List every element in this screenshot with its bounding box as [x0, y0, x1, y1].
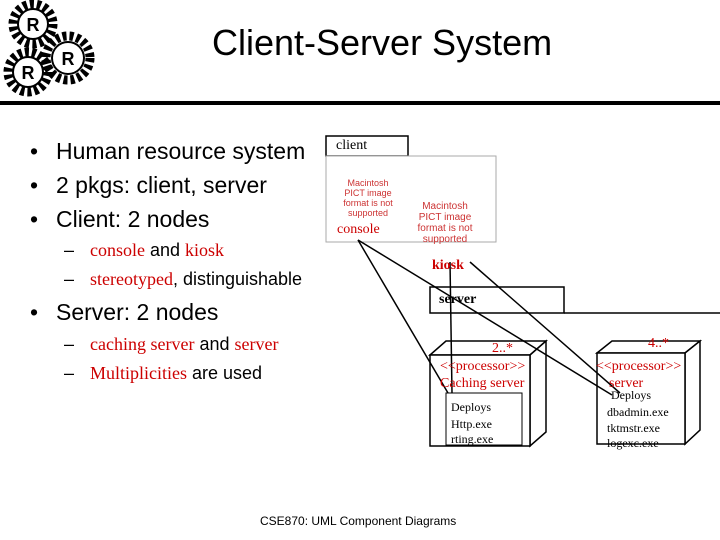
server-deployed-file: dbadmin.exe: [607, 405, 669, 419]
server-multiplicity: 4..*: [648, 336, 669, 351]
term-caching-server: caching server: [90, 334, 195, 354]
sub-bullet-marker: –: [64, 240, 75, 260]
sub-bullet-text: are used: [187, 363, 263, 383]
sub-bullet-text: , distinguishable: [172, 269, 303, 289]
slide-footer: CSE870: UML Component Diagrams: [260, 514, 457, 528]
sub-bullet-marker: –: [64, 363, 75, 383]
sub-bullet-item: –stereotyped, distinguishable: [64, 269, 302, 290]
bullet-text: Human resource system: [56, 138, 306, 164]
logo-letter: R: [27, 15, 40, 35]
server-package-tab: [429, 286, 565, 314]
term-stereotyped: stereotyped: [90, 269, 173, 289]
console-node-label: console: [337, 222, 380, 237]
connector-line: [449, 261, 453, 394]
connector-line: [357, 239, 613, 396]
connector-line: [469, 261, 621, 394]
term-multiplicities: Multiplicities: [90, 363, 187, 383]
term-server: server: [234, 334, 279, 354]
client-package-label: client: [336, 138, 368, 153]
bullet-marker: •: [30, 138, 39, 164]
connector-line: [357, 239, 449, 394]
sub-bullet-text: and: [194, 334, 235, 354]
bullet-item: • Human resource system: [30, 138, 305, 165]
server-node-name: server: [609, 376, 644, 391]
bullet-item: • 2 pkgs: client, server: [30, 172, 267, 199]
pict-placeholder-kiosk: Macintosh PICT image format is not suppo…: [417, 201, 473, 245]
bullet-marker: •: [30, 299, 39, 325]
server-package-label: server: [439, 292, 477, 307]
caching-server-name: Caching server: [440, 376, 525, 391]
bullet-marker: •: [30, 206, 39, 232]
caching-stereotype: <<processor>>: [440, 359, 526, 374]
bullet-item: • Server: 2 nodes: [30, 299, 218, 326]
server-node: [594, 339, 703, 446]
server-deployed-file: logexc.exe: [607, 436, 659, 450]
caching-deployed-file: Http.exe: [451, 417, 492, 431]
gear-icon: [3, 47, 53, 97]
server-stereotype: <<processor>>: [596, 359, 682, 374]
sub-bullet-item: –caching server and server: [64, 334, 278, 355]
sub-bullet-text: and: [144, 240, 186, 260]
sub-bullet-item: –Multiplicities are used: [64, 363, 262, 384]
server-deployed-file: tktmstr.exe: [607, 421, 660, 435]
sub-bullet-item: –console and kiosk: [64, 240, 224, 261]
sub-bullet-marker: –: [64, 334, 75, 354]
bullet-marker: •: [30, 172, 39, 198]
term-console: console: [90, 240, 145, 260]
logo-letter: R: [62, 49, 75, 69]
pict-placeholder-console: Macintosh PICT image format is not suppo…: [343, 178, 393, 218]
slide-title: Client-Server System: [212, 22, 553, 63]
server-deploys-label: Deploys: [611, 388, 651, 402]
bullet-text: 2 pkgs: client, server: [56, 172, 267, 198]
caching-server-node: [428, 339, 548, 448]
gear-icon: [41, 31, 95, 85]
logo-letter: R: [22, 63, 35, 83]
caching-multiplicity: 2..*: [492, 341, 513, 356]
bullet-text: Client: 2 nodes: [56, 206, 210, 232]
gear-icon: [8, 0, 58, 49]
caching-deployed-file: rting.exe: [451, 432, 494, 446]
client-package-body: [325, 155, 497, 243]
term-kiosk: kiosk: [185, 240, 225, 260]
kiosk-node-label: kiosk: [432, 258, 464, 273]
title-divider: [0, 101, 720, 105]
logo-gears: R R R: [3, 0, 95, 97]
caching-deploys-label: Deploys: [451, 400, 491, 414]
bullet-text: Server: 2 nodes: [56, 299, 219, 325]
sub-bullet-marker: –: [64, 269, 75, 289]
bullet-item: • Client: 2 nodes: [30, 206, 209, 233]
